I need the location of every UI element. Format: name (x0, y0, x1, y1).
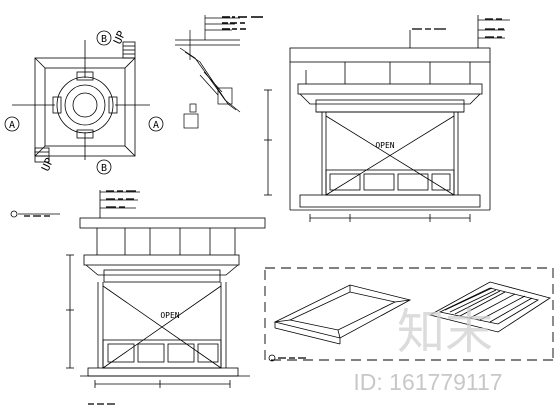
front-elevation-notes (24, 190, 136, 405)
front-elevation (66, 190, 266, 388)
section-box-outline (264, 267, 554, 361)
roof-isometric-left (273, 284, 412, 345)
side-elevation-open-label: OPEN (375, 141, 394, 150)
roof-isometric-note (268, 354, 306, 362)
front-elevation-open-label: OPEN (160, 311, 179, 320)
grid-label-a-left: A (9, 120, 15, 131)
grid-bubble-b-bottom: B (96, 159, 112, 175)
roof-detail-section (175, 15, 241, 129)
side-elevation-notes (412, 18, 504, 38)
side-elevation (264, 15, 510, 222)
grid-bubble-b-top: B (96, 30, 112, 46)
grid-bubble-a-right: A (148, 116, 164, 132)
grid-label-a-right: A (153, 120, 159, 131)
roof-detail-notes (222, 16, 263, 30)
watermark-id: ID: 161779117 (353, 369, 502, 395)
grid-bubble-a-left: A (4, 116, 20, 132)
grid-label-b-top: B (101, 34, 107, 45)
front-elevation-tag (10, 210, 18, 218)
pavilion-plan (12, 40, 150, 163)
grid-label-b-bottom: B (101, 163, 107, 174)
stair-up-label-bottom: UP (39, 155, 57, 173)
watermark-logo: 知末 (397, 306, 493, 359)
roof-isometric-right (428, 281, 551, 333)
stair-up-label-top: UP (111, 28, 129, 46)
